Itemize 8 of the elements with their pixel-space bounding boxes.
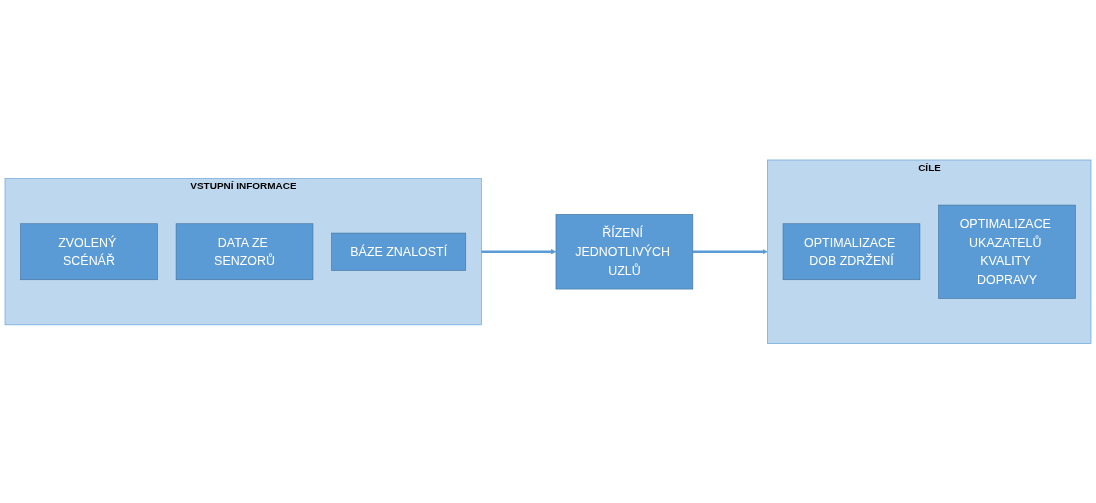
arrow: [692, 248, 768, 255]
arrow: [481, 248, 557, 255]
node-box: BÁZE ZNALOSTÍ: [331, 232, 467, 271]
node-box: ŘÍZENÍ JEDNOTLIVÝCH UZLŮ: [555, 213, 694, 290]
node-box: OPTIMALIZACE UKAZATELŮ KVALITY DOPRAVY: [938, 204, 1076, 299]
node-box: OPTIMALIZACE DOB ZDRŽENÍ: [782, 223, 921, 280]
node-box: ZVOLENÝ SCÉNÁŘ: [20, 223, 158, 280]
node-box: DATA ZE SENZORŮ: [175, 223, 314, 280]
